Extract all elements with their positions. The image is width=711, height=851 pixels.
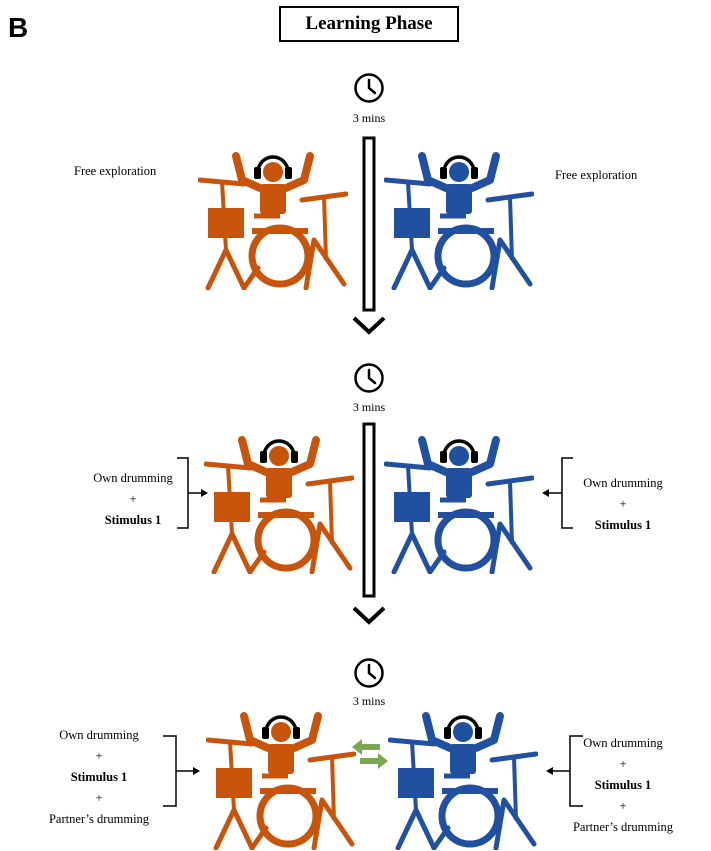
duration-label: 3 mins (352, 111, 386, 125)
clock-icon (354, 363, 384, 393)
panel-label: B (8, 12, 29, 43)
right-bracket-arrow (546, 735, 583, 807)
right-condition-label: Own drumming + Stimulus 1 (583, 476, 663, 532)
right-condition-label: Free exploration (555, 168, 638, 182)
right-bracket-arrow (542, 457, 573, 529)
left-condition-label: Own drumming + Stimulus 1 (93, 471, 173, 527)
left-condition-label: Free exploration (74, 164, 157, 178)
duration-label: 3 mins (352, 400, 386, 414)
right-drummer-icon (384, 150, 534, 290)
left-condition-label: Own drumming + Stimulus 1 + Partner’s dr… (48, 728, 150, 826)
right-drummer-icon (384, 434, 534, 574)
left-bracket-arrow (177, 457, 208, 529)
left-drummer-icon (206, 710, 356, 850)
down-arrow (352, 136, 386, 335)
clock-icon (354, 658, 384, 688)
clock-icon (354, 73, 384, 103)
bidirectional-arrow-icon (352, 739, 388, 769)
right-condition-label: Own drumming + Stimulus 1 + Partner’s dr… (572, 736, 674, 834)
diagram-title: Learning Phase (279, 6, 459, 42)
down-arrow (352, 422, 386, 625)
left-drummer-icon (204, 434, 354, 574)
left-drummer-icon (198, 150, 348, 290)
left-bracket-arrow (163, 735, 200, 807)
right-drummer-icon (388, 710, 538, 850)
duration-label: 3 mins (352, 694, 386, 708)
